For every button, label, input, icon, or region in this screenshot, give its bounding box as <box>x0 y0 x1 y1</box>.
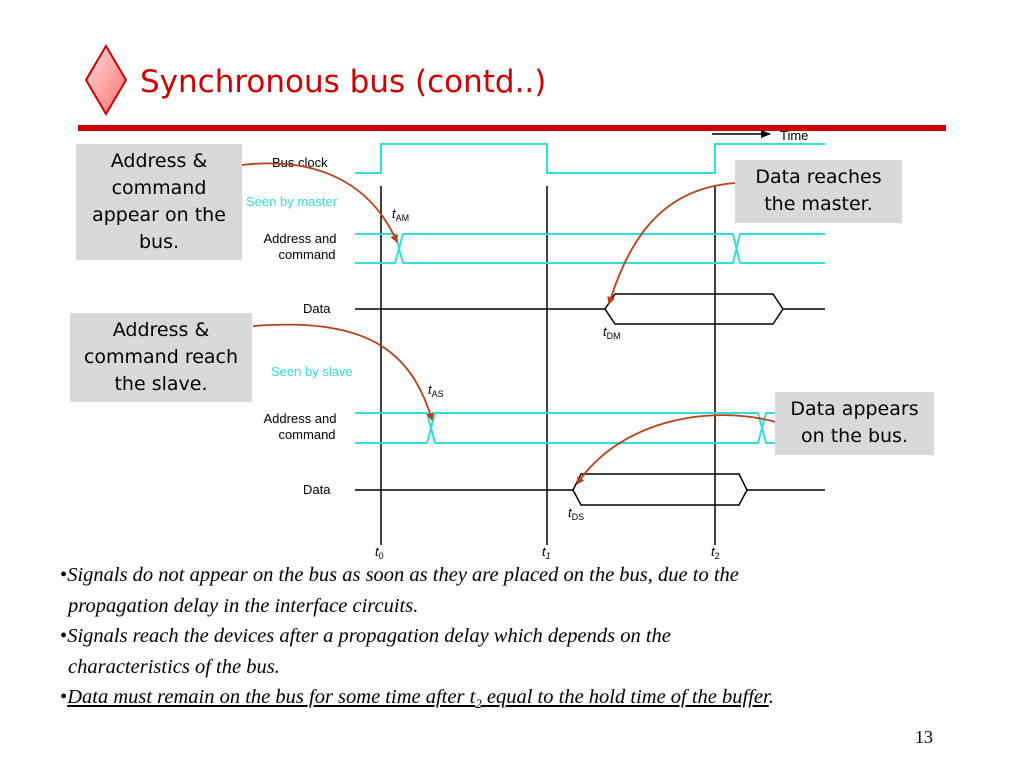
arrow-master-appear <box>241 162 398 243</box>
t-dm-label: tDM <box>603 324 621 341</box>
bullet-3: •Data must remain on the bus for some ti… <box>60 686 774 712</box>
master-data-label: Data <box>303 301 331 316</box>
t-as-label: tAS <box>428 382 444 399</box>
t2-label: t2 <box>711 544 720 561</box>
t-ds-label: tDS <box>568 505 584 522</box>
page-number: 13 <box>915 727 933 747</box>
t0-label: t0 <box>375 544 384 561</box>
t1-label: t1 <box>542 544 551 561</box>
bus-clock-label: Bus clock <box>272 155 328 170</box>
master-data-waveform <box>355 293 825 325</box>
bullet-1-continued: propagation delay in the interface circu… <box>68 594 419 617</box>
master-address-waveform <box>355 233 825 264</box>
time-label: Time <box>780 128 808 143</box>
callout-master-appear: Address & command appear on the bus. <box>76 144 242 260</box>
t-am-label: tAM <box>392 206 409 223</box>
callout-data-reaches-master: Data reaches the master. <box>735 160 902 223</box>
arrow-slave-reach <box>252 323 434 421</box>
callout-data-appears: Data appears on the bus. <box>775 392 934 455</box>
bullet-2-continued: characteristics of the bus. <box>68 655 280 678</box>
arrow-data-appears <box>576 414 777 485</box>
slave-data-waveform <box>355 473 825 506</box>
callout-slave-reach: Address & command reach the slave. <box>70 313 252 402</box>
diamond-logo-icon <box>84 44 128 116</box>
seen-by-master-label: Seen by master <box>246 194 338 209</box>
slave-data-label: Data <box>303 482 331 497</box>
bullet-1: •Signals do not appear on the bus as soo… <box>60 564 739 586</box>
slide-title: Synchronous bus (contd..) <box>140 64 547 100</box>
bus-clock-waveform <box>355 143 825 174</box>
title-divider <box>78 125 946 131</box>
seen-by-slave-label: Seen by slave <box>271 364 353 379</box>
bullet-2: •Signals reach the devices after a propa… <box>60 625 671 647</box>
bullet-list: •Signals do not appear on the bus as soo… <box>60 560 960 720</box>
arrow-data-reaches-master <box>607 182 737 305</box>
